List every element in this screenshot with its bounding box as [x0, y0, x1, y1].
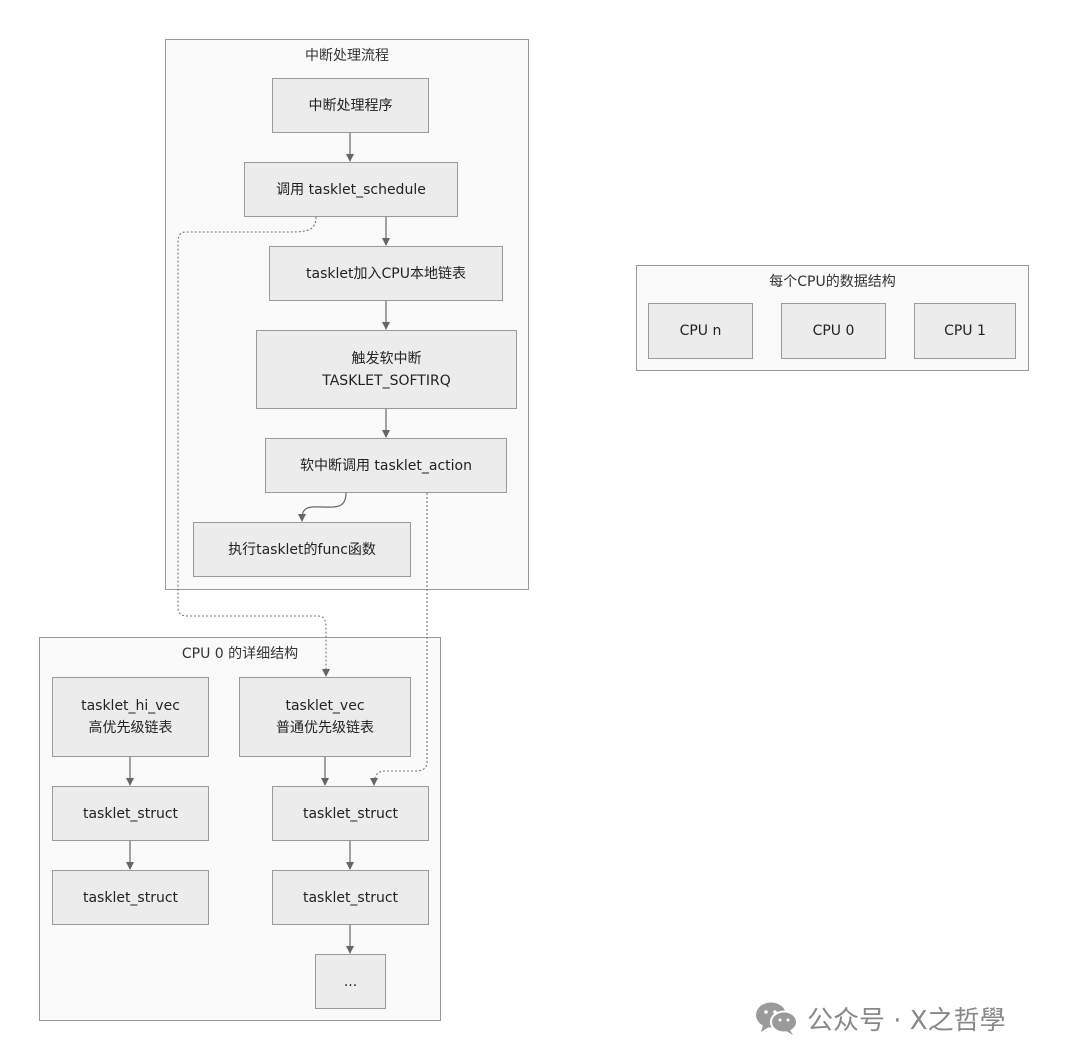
- node-label: CPU 1: [944, 323, 986, 339]
- group-title-interrupt-flow: 中断处理流程: [305, 48, 389, 64]
- node-interrupt-handler[interactable]: 中断处理程序: [272, 78, 429, 133]
- group-title-cpu0-detail: CPU 0 的详细结构: [181, 646, 299, 662]
- node-hi-tasklet-struct-1[interactable]: tasklet_struct: [52, 786, 209, 841]
- node-trigger-softirq[interactable]: 触发软中断 TASKLET_SOFTIRQ: [256, 330, 517, 409]
- watermark-text: 公众号 · X之哲學: [807, 1005, 1006, 1036]
- wechat-icon: [756, 1002, 798, 1035]
- node-label: 调用 tasklet_schedule: [276, 181, 426, 198]
- node-label: CPU n: [679, 323, 722, 339]
- node-tasklet-vec[interactable]: tasklet_vec 普通优先级链表: [239, 677, 411, 757]
- node-label: 中断处理程序: [308, 97, 393, 114]
- node-label-line1: tasklet_hi_vec: [81, 698, 180, 714]
- node-add-cpu-local-list[interactable]: tasklet加入CPU本地链表: [269, 246, 503, 301]
- node-tasklet-hi-vec[interactable]: tasklet_hi_vec 高优先级链表: [52, 677, 209, 757]
- node-cpu-1[interactable]: CPU 1: [914, 303, 1016, 359]
- node-tasklet-schedule[interactable]: 调用 tasklet_schedule: [244, 162, 458, 217]
- watermark: 公众号 · X之哲學: [755, 998, 1006, 1038]
- node-label-line1: tasklet_vec: [285, 698, 365, 714]
- node-label-line2: 普通优先级链表: [276, 720, 374, 736]
- node-label: CPU 0: [812, 323, 855, 339]
- node-label: tasklet_struct: [82, 889, 179, 906]
- node-label: tasklet_struct: [82, 805, 179, 822]
- node-hi-tasklet-struct-2[interactable]: tasklet_struct: [52, 870, 209, 925]
- node-label: 执行tasklet的func函数: [228, 541, 376, 558]
- node-tasklet-struct-1[interactable]: tasklet_struct: [272, 786, 429, 841]
- node-cpu-n[interactable]: CPU n: [648, 303, 753, 359]
- node-label: ...: [343, 973, 358, 990]
- node-label: tasklet加入CPU本地链表: [306, 265, 466, 282]
- node-tasklet-struct-2[interactable]: tasklet_struct: [272, 870, 429, 925]
- node-label-line1: 触发软中断: [351, 350, 422, 367]
- node-label-line2: 高优先级链表: [88, 720, 173, 736]
- group-title-per-cpu: 每个CPU的数据结构: [769, 274, 896, 290]
- node-label: tasklet_struct: [302, 805, 399, 822]
- node-label: 软中断调用 tasklet_action: [299, 457, 472, 474]
- node-exec-func[interactable]: 执行tasklet的func函数: [193, 522, 411, 577]
- node-label-line2: TASKLET_SOFTIRQ: [322, 372, 451, 389]
- node-tasklet-action[interactable]: 软中断调用 tasklet_action: [265, 438, 507, 493]
- node-cpu-0[interactable]: CPU 0: [781, 303, 886, 359]
- node-label: tasklet_struct: [302, 889, 399, 906]
- node-more-ellipsis[interactable]: ...: [315, 954, 386, 1009]
